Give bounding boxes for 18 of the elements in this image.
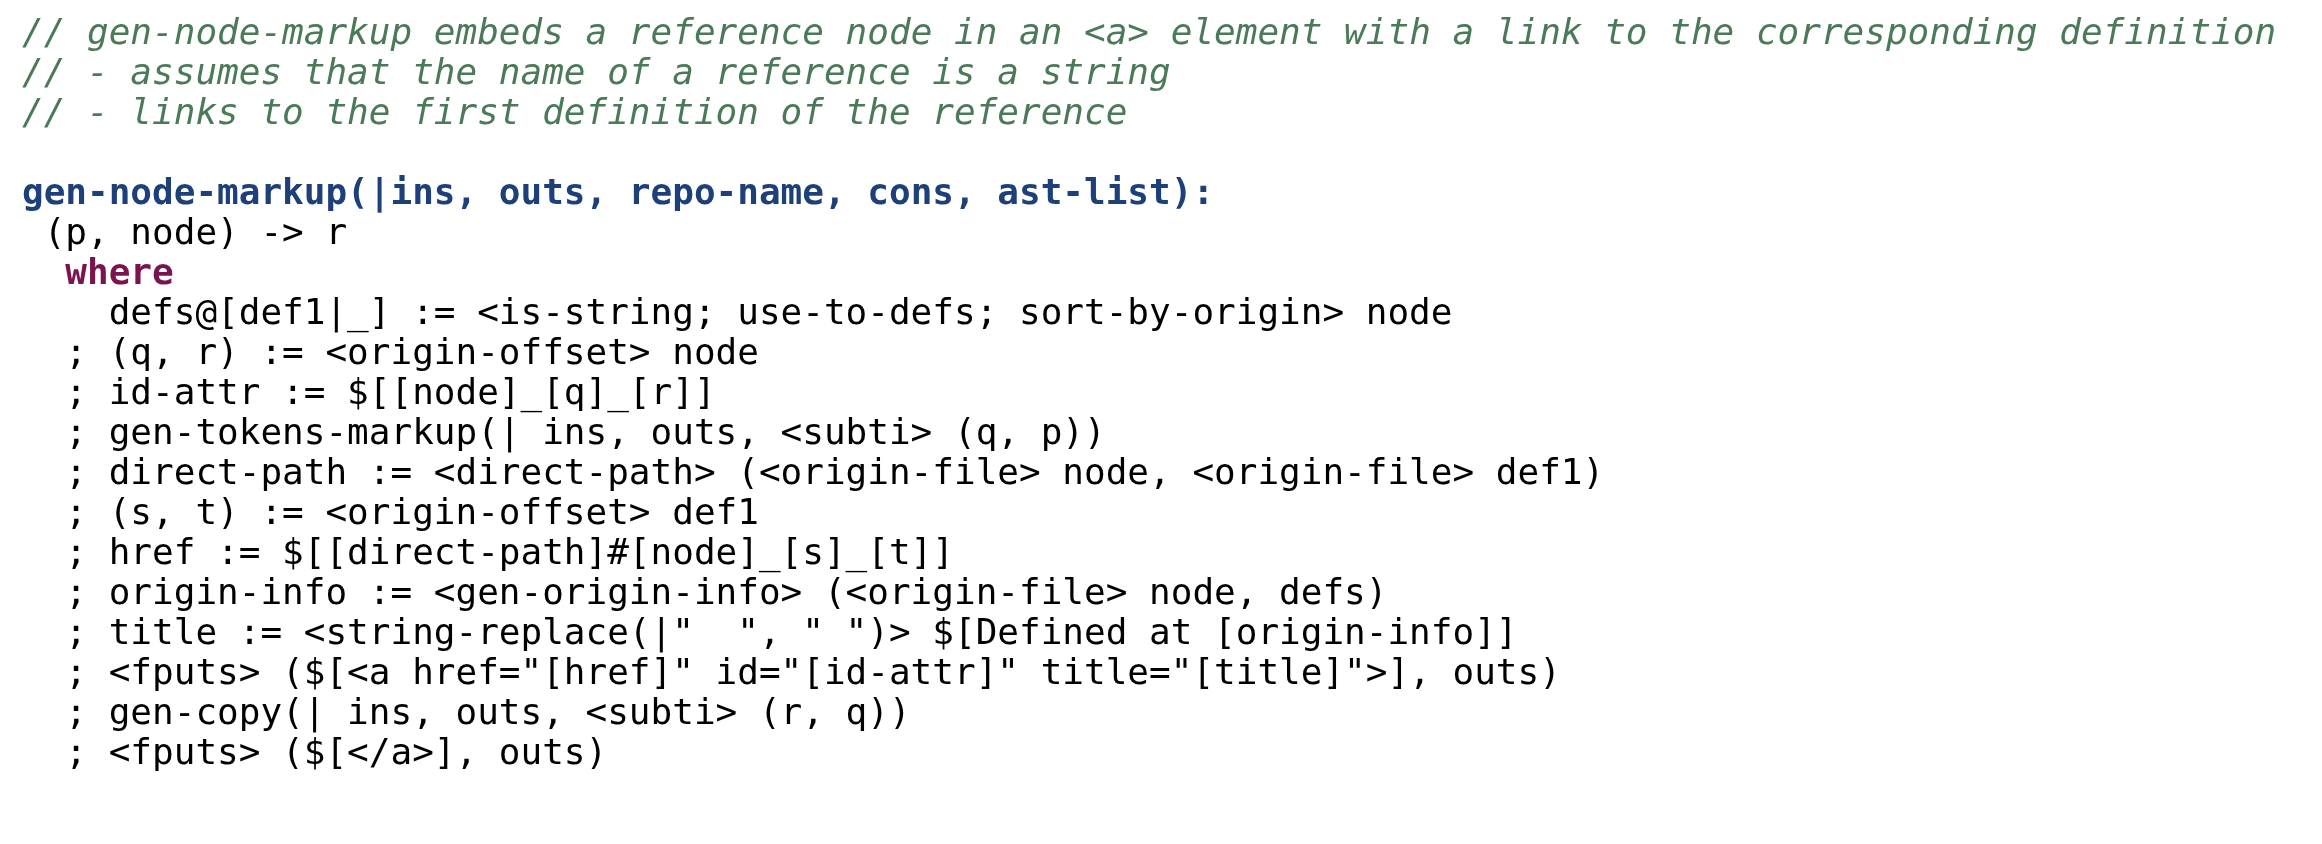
code-comment: // gen-node-markup embeds a reference node in an <a> element with a link to the corresponding definition (22, 12, 2277, 52)
code-line: (p, node) -> r (43, 212, 348, 252)
code-line: ; href := $[[direct-path]#[node]_[s]_[t]] (65, 532, 954, 572)
code-comment: // - links to the first definition of the reference (22, 92, 1128, 132)
function-signature: gen-node-markup(|ins, outs, repo-name, cons, ast-list): (22, 172, 1215, 212)
code-line: ; gen-tokens-markup(| ins, outs, <subti> (q, p)) (65, 412, 1106, 452)
keyword: where (65, 252, 174, 292)
code-line: ; <fputs> ($[</a>], outs) (65, 732, 608, 772)
code-line: defs@[def1|_] := <is-string; use-to-defs; sort-by-origin> node (108, 292, 1453, 332)
code-line: ; direct-path := <direct-path> (<origin-file> node, <origin-file> def1) (65, 452, 1605, 492)
code-line: ; title := <string-replace(|" ", " ")> $[Defined at [origin-info]] (65, 612, 1518, 652)
code-line: ; (q, r) := <origin-offset> node (65, 332, 759, 372)
code-line: ; <fputs> ($[<a href="[href]" id="[id-attr]" title="[title]">], outs) (65, 652, 1561, 692)
code-line: ; origin-info := <gen-origin-info> (<origin-file> node, defs) (65, 572, 1388, 612)
code-line: ; (s, t) := <origin-offset> def1 (65, 492, 759, 532)
code-comment: // - assumes that the name of a reference is a string (22, 52, 1171, 92)
code-line: ; gen-copy(| ins, outs, <subti> (r, q)) (65, 692, 911, 732)
code-line: ; id-attr := $[[node]_[q]_[r]] (65, 372, 716, 412)
